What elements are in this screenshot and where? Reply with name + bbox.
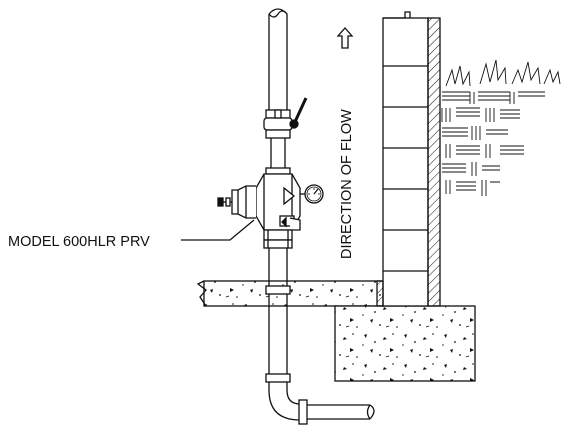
prv-valve (217, 167, 306, 249)
supply-pipe (265, 8, 375, 425)
model-leader-line (181, 219, 255, 241)
pressure-gauge-icon (304, 184, 324, 204)
ball-valve (263, 97, 308, 139)
foundation-footing (334, 305, 476, 382)
soil-grass (441, 59, 561, 196)
floor-slab (196, 280, 385, 307)
flow-arrow-icon (336, 27, 354, 49)
model-label: MODEL 600HLR PRV (8, 234, 150, 250)
flow-label: DIRECTION OF FLOW (339, 109, 355, 259)
foundation-wall (376, 11, 441, 307)
